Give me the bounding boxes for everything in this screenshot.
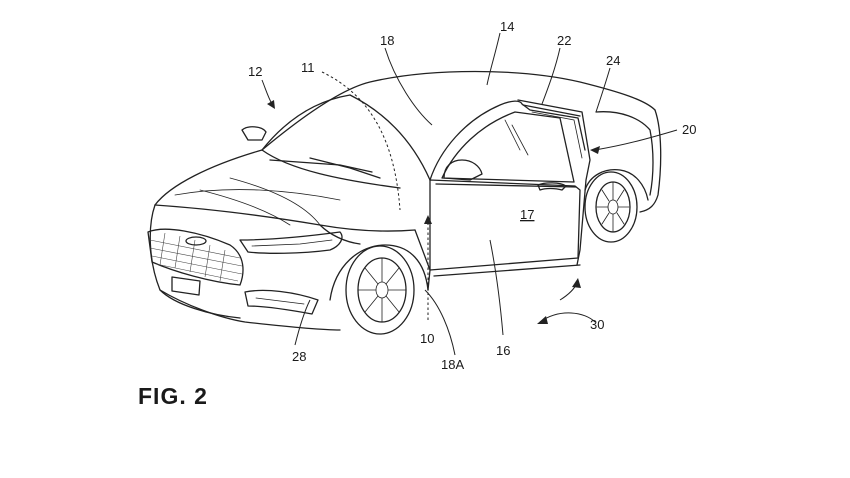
ref-20: 20 xyxy=(682,122,696,137)
ref-24: 24 xyxy=(606,53,620,68)
ref-30: 30 xyxy=(590,317,604,332)
ref-18a: 18A xyxy=(441,357,464,372)
ref-16: 16 xyxy=(496,343,510,358)
ref-10: 10 xyxy=(420,331,434,346)
figure-caption: FIG. 2 xyxy=(138,383,208,409)
vehicle-drawing xyxy=(148,72,661,335)
leader-lines xyxy=(262,33,677,355)
ref-28: 28 xyxy=(292,349,306,364)
ref-17: 17 xyxy=(520,207,534,222)
ref-14: 14 xyxy=(500,19,514,34)
ref-12: 12 xyxy=(248,64,262,79)
arrow-10 xyxy=(424,215,432,224)
dashed-leader-11 xyxy=(322,72,400,210)
ref-18: 18 xyxy=(380,33,394,48)
ref-22: 22 xyxy=(557,33,571,48)
ref-11: 11 xyxy=(301,60,315,75)
